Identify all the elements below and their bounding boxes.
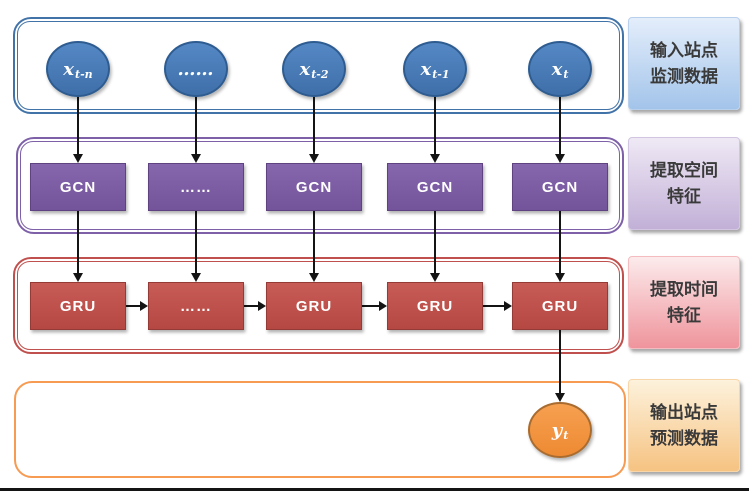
arrow-input-to-gcn-1 <box>72 97 84 163</box>
label-line: 特征 <box>667 305 701 325</box>
label-line: 预测数据 <box>650 428 718 448</box>
label-line: 提取时间 <box>650 280 718 299</box>
label-output-layer: 输出站点 预测数据 <box>628 379 740 472</box>
arrow-gcn-to-gru-3 <box>308 211 320 282</box>
arrow-gcn-to-gru-2 <box>190 211 202 282</box>
arrow-input-to-gcn-2 <box>190 97 202 163</box>
gcn-box-label: GCN <box>59 178 97 196</box>
gru-box-4: GRU <box>387 282 483 330</box>
label-line: 输入站点 <box>650 41 718 60</box>
gcn-box-4: GCN <box>387 163 483 211</box>
arrow-gru4-to-gru5 <box>483 300 512 312</box>
label-line: 提取空间 <box>650 161 718 180</box>
output-node-base: y <box>551 419 563 441</box>
arrow-input-to-gcn-3 <box>308 97 320 163</box>
input-node-base: …… <box>177 58 214 80</box>
gcn-box-label: GCN <box>541 178 579 196</box>
gcn-box-label: GCN <box>295 178 333 196</box>
input-node-subscript: t-n <box>75 67 93 81</box>
input-node-base: x <box>551 58 563 80</box>
gru-box-5: GRU <box>512 282 608 330</box>
input-node-base: x <box>420 58 432 80</box>
arrow-input-to-gcn-5 <box>554 97 566 163</box>
gcn-box-dots: …… <box>148 163 244 211</box>
gru-box-label: GRU <box>416 297 454 315</box>
gru-box-3: GRU <box>266 282 362 330</box>
arrow-input-to-gcn-4 <box>429 97 441 163</box>
arrow-gru2-to-gru3 <box>244 300 266 312</box>
gru-box-label: GRU <box>541 297 579 315</box>
input-node-subscript: t <box>563 67 569 81</box>
gcn-box-label: …… <box>180 178 212 196</box>
gcn-box-label: GCN <box>416 178 454 196</box>
gcn-box-3: GCN <box>266 163 362 211</box>
input-layer-container <box>13 17 624 114</box>
input-node-dots: …… <box>164 41 228 97</box>
gcn-box-1: GCN <box>30 163 126 211</box>
gru-box-label: GRU <box>295 297 333 315</box>
input-node-subscript: t-1 <box>432 67 450 81</box>
input-node-base: x <box>299 58 311 80</box>
label-spatial-feature-layer: 提取空间 特征 <box>628 137 740 230</box>
gru-box-label: GRU <box>59 297 97 315</box>
input-node-base: x <box>63 58 75 80</box>
label-line: 输出站点 <box>650 403 718 422</box>
label-input-layer: 输入站点 监测数据 <box>628 17 740 110</box>
label-line: 特征 <box>667 186 701 206</box>
gru-box-label: …… <box>180 297 212 315</box>
arrow-gru1-to-gru2 <box>126 300 148 312</box>
arrow-gcn-to-gru-1 <box>72 211 84 282</box>
arrow-gru3-to-gru4 <box>362 300 387 312</box>
input-node-subscript: t-2 <box>311 67 329 81</box>
arrow-gru-to-output <box>554 330 566 402</box>
gru-box-dots: …… <box>148 282 244 330</box>
arrow-gcn-to-gru-5 <box>554 211 566 282</box>
gcn-box-5: GCN <box>512 163 608 211</box>
arrow-gcn-to-gru-4 <box>429 211 441 282</box>
label-temporal-feature-layer: 提取时间 特征 <box>628 256 740 349</box>
gru-layer-container <box>13 257 624 354</box>
label-line: 监测数据 <box>650 66 718 86</box>
output-node-subscript: t <box>563 428 569 442</box>
gcn-layer-container <box>16 137 624 234</box>
output-layer-container <box>14 381 626 478</box>
bottom-border-line <box>0 488 749 491</box>
gru-box-1: GRU <box>30 282 126 330</box>
